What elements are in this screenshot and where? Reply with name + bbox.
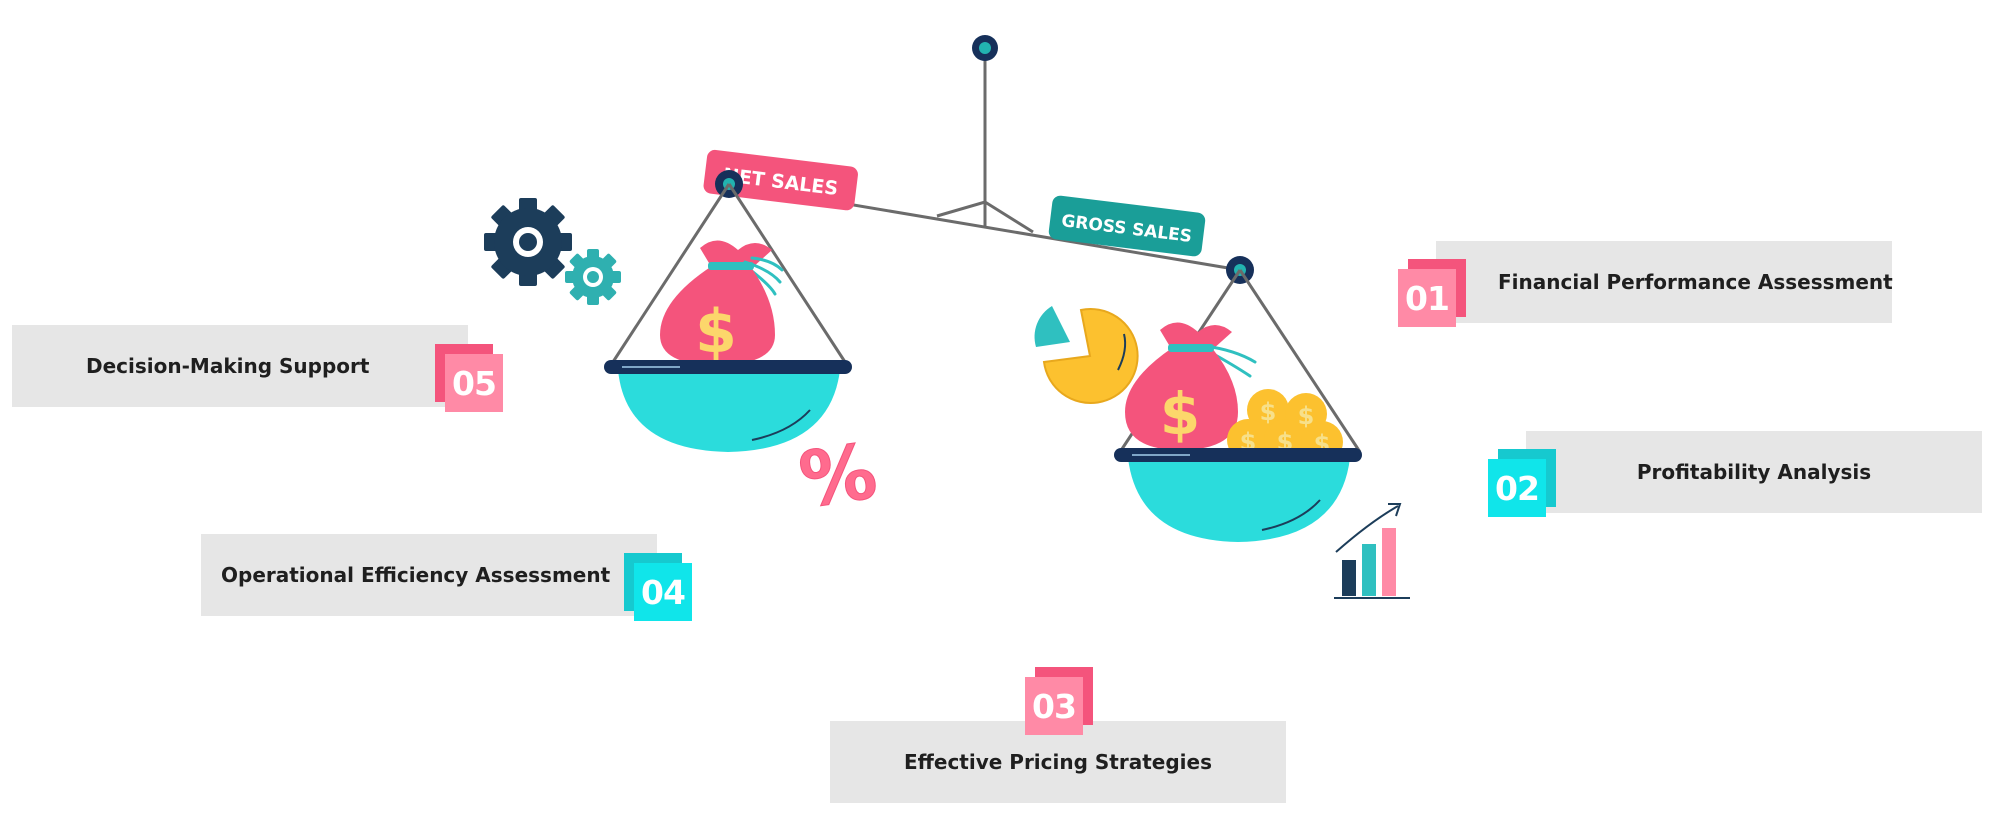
item-04-badge: 04: [624, 553, 692, 621]
left-money-bag: $: [660, 240, 784, 367]
left-pan: [604, 360, 852, 452]
svg-text:$: $: [1260, 398, 1277, 426]
item-05-number: 05: [445, 354, 503, 412]
item-05-badge: 05: [435, 344, 503, 412]
item-03-badge: 03: [1025, 667, 1093, 735]
pie-chart-icon: [1034, 306, 1139, 405]
svg-text:$: $: [1298, 402, 1315, 430]
item-01-number: 01: [1398, 269, 1456, 327]
gear-small-icon: [565, 249, 621, 305]
left-bag-dollar-icon: $: [695, 297, 737, 367]
item-04-label: Operational Efficiency Assessment: [221, 563, 611, 587]
right-pan: [1114, 448, 1362, 542]
item-01-bar: Financial Performance Assessment: [1436, 241, 1893, 323]
right-money-bag: $: [1125, 322, 1257, 450]
right-bag-dollar-icon: $: [1160, 380, 1200, 448]
item-02-label: Profitability Analysis: [1636, 460, 1872, 484]
net-sales-tag: NET SALES: [703, 149, 858, 211]
item-02-number: 02: [1488, 459, 1546, 517]
item-02-badge: 02: [1488, 449, 1556, 517]
item-03-number: 03: [1025, 677, 1083, 735]
item-04-bar: Operational Efficiency Assessment: [201, 534, 657, 616]
scale-pivot: [936, 200, 1034, 234]
item-05-label: Decision-Making Support: [86, 354, 370, 378]
item-02-bar: Profitability Analysis: [1526, 431, 1982, 513]
item-01-badge: 01: [1398, 259, 1466, 327]
percent-icon: %: [794, 426, 882, 525]
item-04-number: 04: [634, 563, 692, 621]
item-01-label: Financial Performance Assessment: [1498, 270, 1893, 294]
item-05-bar: Decision-Making Support: [12, 325, 468, 407]
gear-large-icon: [484, 198, 572, 286]
item-03-label: Effective Pricing Strategies: [904, 750, 1212, 774]
growth-chart-icon: [1334, 503, 1410, 599]
gross-sales-tag: GROSS SALES: [1048, 195, 1206, 257]
